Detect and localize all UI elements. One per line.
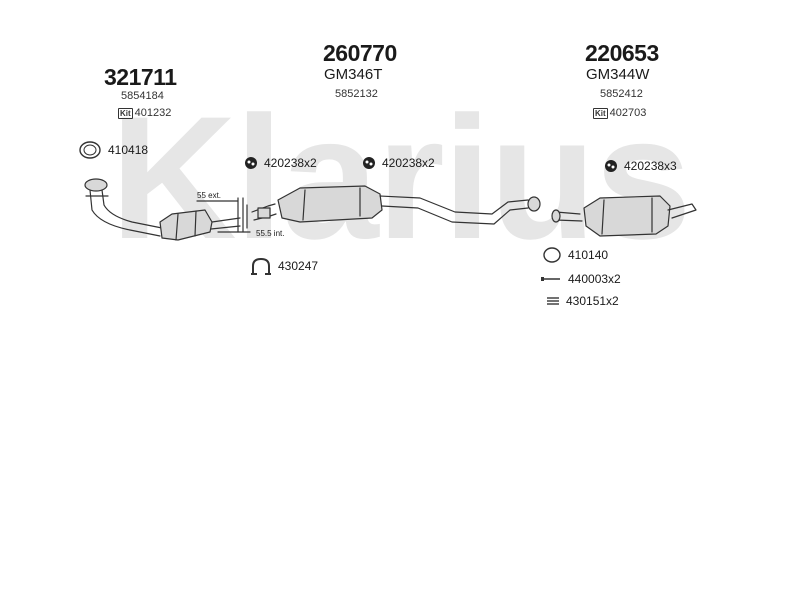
accessory-label: 420238x2 [264, 156, 317, 170]
accessory-430151x2: 430151x2 [546, 294, 619, 308]
dimension-markers [196, 197, 251, 233]
part-number-2: 260770 [323, 40, 397, 66]
accessory-label: 420238x2 [382, 156, 435, 170]
accessory-410418: 410418 [78, 140, 148, 160]
kit-line-3: Kit 402703 [593, 107, 646, 119]
oe-number-1: 5854184 [121, 90, 164, 102]
rubber-mount-icon [605, 160, 617, 172]
kit-badge-1: Kit [118, 107, 133, 119]
accessory-label: 420238x3 [624, 159, 677, 173]
accessory-label: 410140 [568, 248, 609, 262]
reference-3: GM344W [586, 66, 650, 83]
kit-badge-3: Kit [593, 107, 608, 119]
accessory-label: 410418 [108, 143, 149, 157]
reference-2: GM346T [324, 66, 383, 83]
kit-line-1: Kit 401232 [118, 107, 171, 119]
kit-number-3: 402703 [609, 107, 647, 119]
catalytic-converter [159, 209, 241, 241]
dimension-outer: 55 ext. [197, 191, 221, 200]
accessory-label: 430151x2 [566, 294, 619, 308]
spring-icon [547, 297, 559, 305]
accessory-label: 440003x2 [568, 272, 621, 286]
rubber-mount-icon [363, 157, 375, 169]
oe-number-2: 5852132 [335, 88, 378, 100]
accessory-440003x2: 440003x2 [540, 272, 621, 286]
bolt-icon [541, 277, 560, 281]
accessory-420238x3: 420238x3 [604, 159, 677, 173]
part-number-1: 321711 [104, 64, 177, 90]
accessory-420238x2-b: 420238x2 [362, 156, 435, 170]
front-pipe [84, 178, 163, 237]
rear-silencer [551, 195, 697, 237]
clamp-icon [251, 257, 271, 275]
kit-number-1: 401232 [134, 107, 172, 119]
ring-gasket-icon [543, 247, 561, 263]
part-number-3: 220653 [585, 40, 659, 66]
oe-number-3: 5852412 [600, 88, 643, 100]
ring-gasket-icon [79, 141, 101, 159]
accessory-420238x2-a: 420238x2 [244, 156, 317, 170]
accessory-410140: 410140 [542, 246, 608, 264]
accessory-label: 430247 [278, 259, 319, 273]
centre-silencer [251, 185, 541, 225]
dimension-inner: 55.5 int. [256, 229, 284, 238]
rubber-mount-icon [245, 157, 257, 169]
accessory-430247: 430247 [250, 256, 318, 276]
